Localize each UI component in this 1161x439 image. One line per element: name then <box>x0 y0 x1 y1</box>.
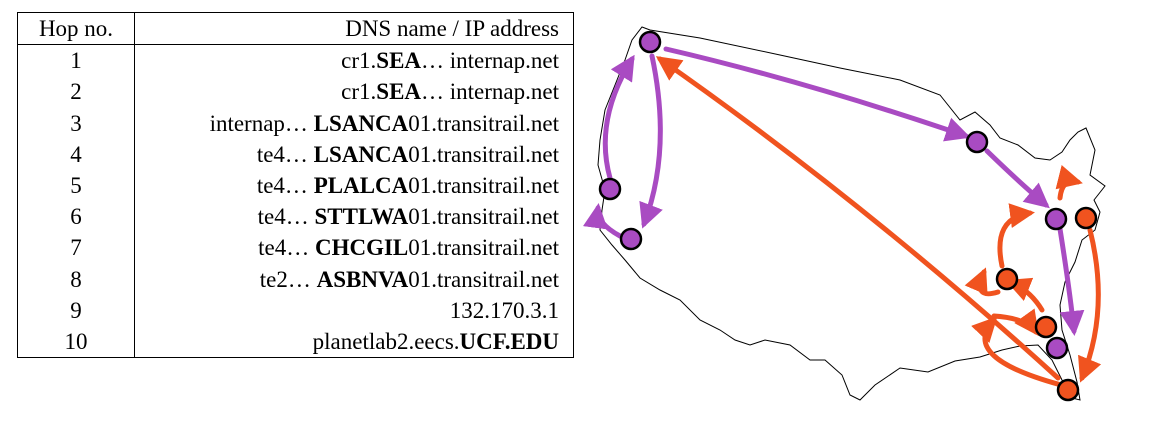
orange-node-florida <box>1056 378 1080 402</box>
dns-name-prefix: te4… <box>257 204 315 230</box>
orange-nodes <box>995 206 1098 402</box>
hop-number-cell: 9 <box>17 294 135 327</box>
dns-name-suffix: 01.transitrail.net <box>408 110 559 136</box>
hop-number-cell: 2 <box>17 76 135 108</box>
dns-name-cell: te4… LSANCA01.transitrail.net <box>135 139 574 170</box>
hop-number-cell: 5 <box>17 170 135 202</box>
dns-name-location-code: SEA <box>376 48 422 74</box>
purple-node-chicago <box>965 130 989 154</box>
dns-name-prefix: 132.170.3.1 <box>449 297 559 323</box>
hop-number-cell: 7 <box>17 232 135 264</box>
dns-name-suffix: 01.transitrail.net <box>408 173 559 199</box>
purple-route-la-to-paloalto <box>582 203 623 239</box>
hop-number-cell: 6 <box>17 201 135 233</box>
dns-name-location-code: SEA <box>376 79 422 105</box>
dns-name-location-code: PLALCA <box>313 173 409 199</box>
purple-route-seattle-to-la <box>639 53 663 229</box>
dns-name-location-code: LSANCA <box>313 110 409 136</box>
purple-node-virginia <box>1044 207 1068 231</box>
dns-name-location-code: LSANCA <box>313 141 409 167</box>
orange-route-gulf-to-georgia <box>991 308 1039 337</box>
dns-name-prefix: te2… <box>259 266 317 292</box>
purple-node-orlando <box>1045 336 1069 360</box>
dns-name-location-code: UCF.EDU <box>459 329 559 355</box>
dns-name-prefix: te4… <box>256 141 314 167</box>
orange-route-dc-to-florida <box>1078 227 1102 383</box>
purple-node-paloalto <box>598 177 622 201</box>
orange-route <box>655 56 1102 389</box>
hop-number-cell: 4 <box>17 138 135 171</box>
orange-route-alabama-to-tennessee <box>964 267 1001 297</box>
dns-name-prefix: te4… <box>256 173 314 199</box>
us-outline-map <box>597 26 1106 401</box>
orange-node-tennessee <box>995 267 1019 291</box>
dns-name-prefix: cr1. <box>341 79 377 105</box>
dns-name-cell: te4… STTLWA01.transitrail.net <box>135 201 574 232</box>
purple-node-la <box>619 227 643 251</box>
orange-route-florida-to-seattle <box>655 56 1061 381</box>
orange-node-georgia <box>1034 315 1058 339</box>
orange-route-virginia-to-dc <box>1055 165 1083 201</box>
dns-name-prefix: planetlab2.eecs. <box>312 329 460 355</box>
hop-number-cell: 8 <box>17 263 135 295</box>
table-header-row: Hop no. DNS name / IP address <box>17 12 574 46</box>
orange-node-dc <box>1074 206 1098 230</box>
purple-route-virginia-to-florida <box>1057 226 1085 336</box>
purple-route-chicago-to-virginia <box>984 148 1050 209</box>
hop-number-cell: 3 <box>17 107 135 139</box>
hop-number-cell: 1 <box>17 44 135 77</box>
header-hop-number: Hop no. <box>17 12 135 46</box>
dns-name-prefix: te4… <box>258 235 315 261</box>
us-route-map <box>582 26 1106 402</box>
orange-route-tennessee-to-virginia <box>997 203 1035 269</box>
dns-name-location-code: CHCGIL <box>314 235 409 261</box>
dns-name-suffix: 01.transitrail.net <box>408 204 559 230</box>
dns-name-cell: te2… ASBNVA01.transitrail.net <box>135 264 574 295</box>
dns-name-prefix: internap… <box>209 110 314 136</box>
header-dns-name: DNS name / IP address <box>134 12 574 46</box>
dns-name-prefix: cr1. <box>341 48 377 74</box>
dns-name-suffix: … internap.net <box>421 79 559 105</box>
dns-name-cell: planetlab2.eecs.UCF.EDU <box>135 326 574 358</box>
purple-route-paloalto-to-seattle <box>602 54 635 181</box>
dns-name-cell: te4… CHCGIL01.transitrail.net <box>135 232 574 263</box>
dns-name-cell: cr1.SEA… internap.net <box>135 45 574 77</box>
hop-number-cell: 10 <box>17 326 135 358</box>
dns-name-cell: cr1.SEA… internap.net <box>135 76 574 107</box>
dns-name-location-code: STTLWA <box>314 204 409 230</box>
dns-name-suffix: 01.transitrail.net <box>408 266 559 292</box>
table-row: 9 132.170.3.1 <box>17 294 574 327</box>
purple-node-seattle <box>638 30 662 54</box>
purple-nodes <box>598 30 1069 360</box>
purple-route-seattle-to-chicago <box>663 46 971 142</box>
orange-route-florida-to-gulf <box>971 316 1068 389</box>
dns-name-location-code: ASBNVA <box>316 266 409 292</box>
dns-name-cell: internap… LSANCA01.transitrail.net <box>135 108 574 139</box>
dns-name-cell: 132.170.3.1 <box>135 295 574 326</box>
dns-name-cell: te4… PLALCA01.transitrail.net <box>135 170 574 201</box>
dns-name-suffix: … internap.net <box>421 48 559 74</box>
dns-name-suffix: 01.transitrail.net <box>408 235 559 261</box>
dns-name-suffix: 01.transitrail.net <box>408 141 559 167</box>
